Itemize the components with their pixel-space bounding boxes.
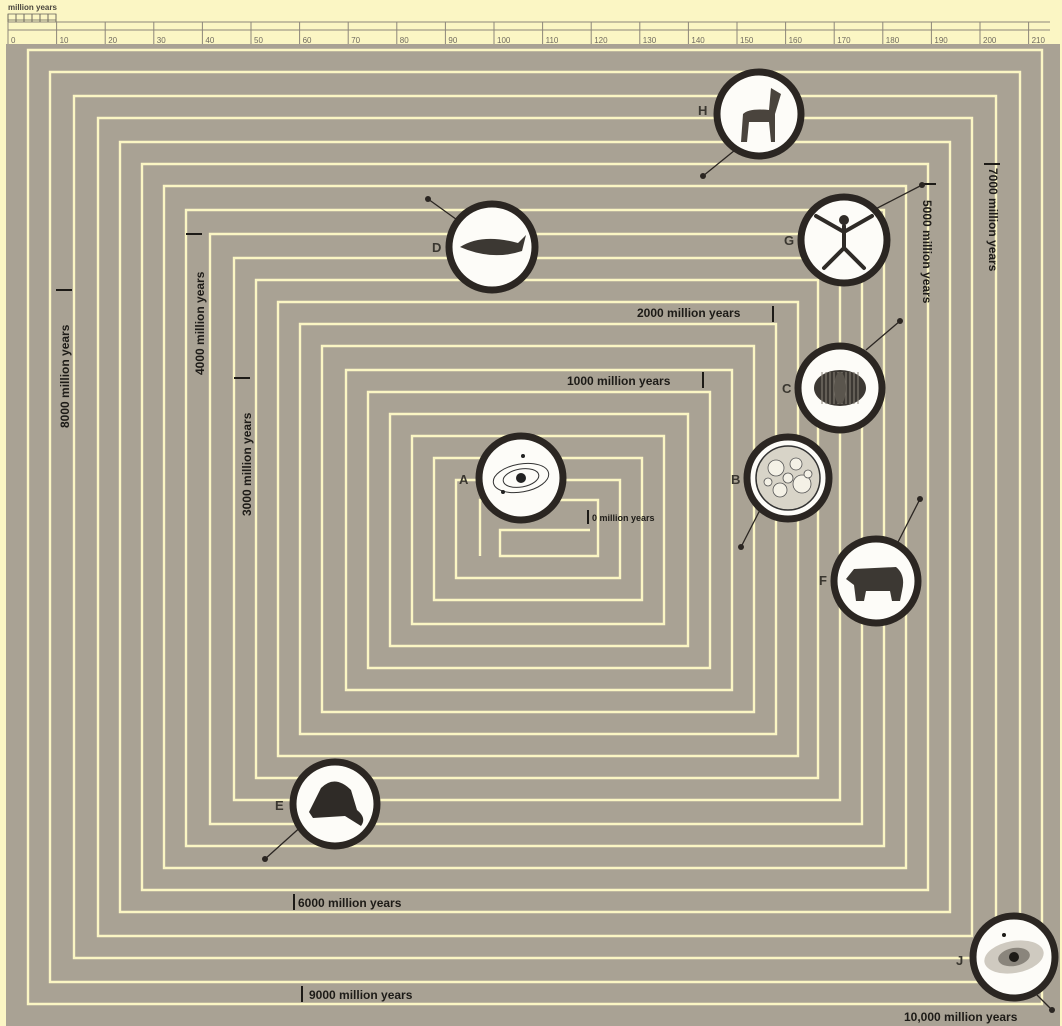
milestone-0: 0 million years xyxy=(592,513,655,523)
pointer-dot xyxy=(738,544,744,550)
marker-badge-c xyxy=(798,346,882,430)
ruler-tick-label: 120 xyxy=(594,36,607,45)
milestone-9000: 9000 million years xyxy=(309,988,412,1002)
marker-letter-h: H xyxy=(698,103,707,118)
marker-letter-a: A xyxy=(459,472,468,487)
ruler-tick-label: 160 xyxy=(789,36,802,45)
ruler-tick-label: 140 xyxy=(691,36,704,45)
ruler-tick-label: 200 xyxy=(983,36,996,45)
marker-badge-d xyxy=(449,204,535,290)
marker-letter-f: F xyxy=(819,573,827,588)
cell-colony-icon xyxy=(756,446,820,510)
ruler-tick-label: 110 xyxy=(546,36,559,45)
marker-badge-h xyxy=(717,72,801,156)
marker-badge-g xyxy=(801,197,887,283)
marker-badge-f xyxy=(834,539,918,623)
pointer-dot xyxy=(917,496,923,502)
ruler-tick-label: 100 xyxy=(497,36,510,45)
ruler-tick-label: 180 xyxy=(886,36,899,45)
ruler-tick-label: 170 xyxy=(837,36,850,45)
milestone-2000: 2000 million years xyxy=(637,306,740,320)
milestone-10000: 10,000 million years xyxy=(904,1010,1017,1024)
ruler-tick-label: 80 xyxy=(400,36,409,45)
marker-letter-d: D xyxy=(432,240,441,255)
ruler-tick-label: 0 xyxy=(11,36,15,45)
milestone-6000: 6000 million years xyxy=(298,896,401,910)
ruler-tick-label: 150 xyxy=(740,36,753,45)
marker-badge-b xyxy=(747,437,829,519)
pointer-dot xyxy=(919,182,925,188)
ruler-tick-label: 130 xyxy=(643,36,656,45)
milestone-8000: 8000 million years xyxy=(58,325,72,428)
milestone-5000: 5000 million years xyxy=(920,200,934,303)
pointer-dot xyxy=(425,196,431,202)
ruler-tick-label: 50 xyxy=(254,36,263,45)
ruler-tick-label: 90 xyxy=(448,36,457,45)
milestone-3000: 3000 million years xyxy=(240,413,254,516)
marker-letter-e: E xyxy=(275,798,284,813)
ruler-tick-label: 30 xyxy=(157,36,166,45)
milestone-4000: 4000 million years xyxy=(193,272,207,375)
marker-letter-j: J xyxy=(956,953,963,968)
ruler-tick-label: 10 xyxy=(60,36,69,45)
ruler-tick-label: 40 xyxy=(205,36,214,45)
marker-badge-a xyxy=(479,436,563,520)
ruler-tick-label: 70 xyxy=(351,36,360,45)
marker-letter-c: C xyxy=(782,381,791,396)
marker-badge-j xyxy=(973,916,1055,998)
milestone-1000: 1000 million years xyxy=(567,374,670,388)
pointer-dot xyxy=(262,856,268,862)
milestone-7000: 7000 million years xyxy=(986,168,1000,271)
pointer-dot xyxy=(700,173,706,179)
marker-letter-g: G xyxy=(784,233,794,248)
ruler-tick-label: 60 xyxy=(303,36,312,45)
ruler-title: million years xyxy=(8,3,57,12)
ruler-tick-label: 210 xyxy=(1032,36,1045,45)
ruler-tick-label: 190 xyxy=(934,36,947,45)
pointer-dot xyxy=(897,318,903,324)
pointer-dot xyxy=(1049,1007,1055,1013)
ruler-tick-label: 20 xyxy=(108,36,117,45)
trilobite-icon xyxy=(814,370,866,406)
marker-letter-b: B xyxy=(731,472,740,487)
marker-badge-e xyxy=(293,762,377,846)
